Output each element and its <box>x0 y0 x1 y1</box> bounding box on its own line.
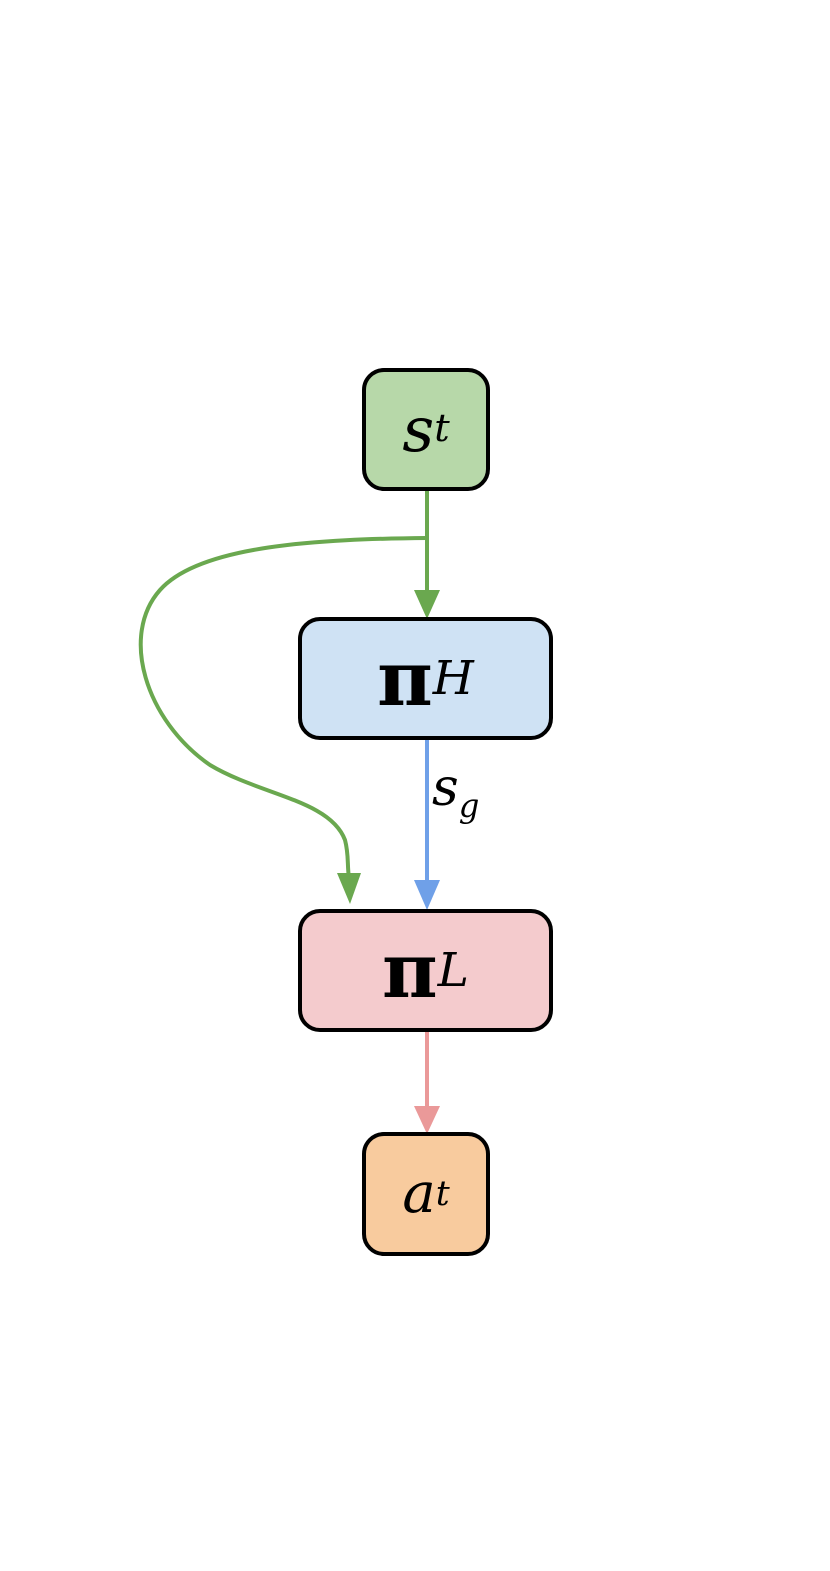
goal-edge-arrowhead <box>414 880 440 910</box>
low-policy-symbol: π <box>382 925 438 1015</box>
action-edge-arrowhead <box>414 1106 440 1134</box>
goal-symbol: s <box>432 758 459 818</box>
action-subscript: t <box>435 1173 450 1214</box>
state-symbol: s <box>402 392 435 466</box>
action-symbol: a <box>402 1161 436 1226</box>
state-subscript: t <box>434 406 450 452</box>
state-to-high-policy-arrowhead <box>414 590 440 619</box>
goal-subscript: g <box>458 786 480 825</box>
goal-edge-label: sg <box>432 762 479 822</box>
high-policy-symbol: π <box>377 633 433 723</box>
state-to-low-policy-arrowhead <box>337 873 361 904</box>
high-policy-subscript: H <box>432 650 474 706</box>
state-to-low-policy-edge <box>138 536 428 879</box>
low-policy-subscript: L <box>437 942 469 998</box>
